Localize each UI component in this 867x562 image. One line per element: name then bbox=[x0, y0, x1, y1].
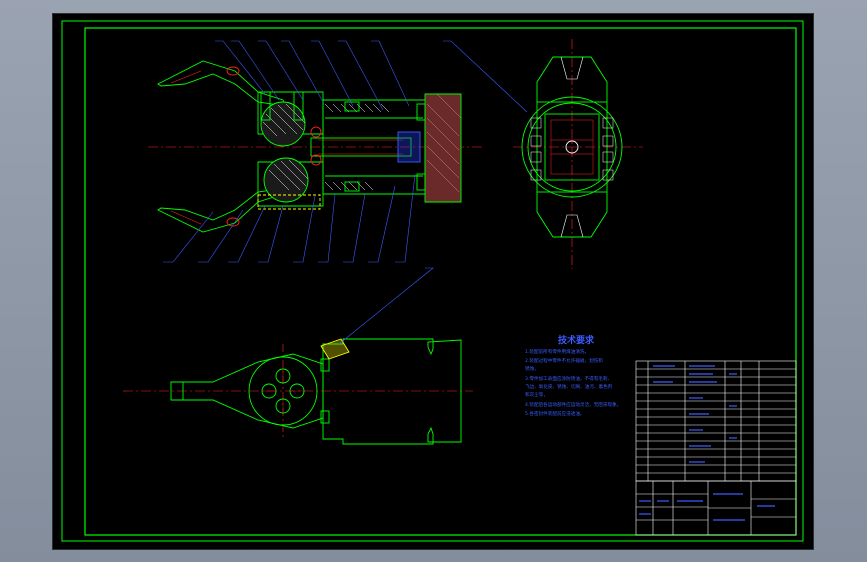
side-view bbox=[513, 39, 643, 269]
piston bbox=[397, 131, 421, 163]
top-view bbox=[123, 338, 473, 445]
drawing-sheet[interactable]: 技术要求 1.装配前所有零件用煤油清洗， 2.装配过程中零件不允许磕碰，划伤和 … bbox=[53, 14, 813, 549]
side-body bbox=[536, 101, 608, 193]
drawing-canvas[interactable]: 技术要求 1.装配前所有零件用煤油清洗， 2.装配过程中零件不允许磕碰，划伤和 … bbox=[53, 14, 813, 549]
title-block-marks bbox=[639, 493, 775, 521]
notes-line-5: 飞边、氧化皮、锈蚀、切屑、油污、着色剂 bbox=[525, 383, 613, 390]
front-section-view bbox=[148, 60, 483, 233]
notes-line-2: 2.装配过程中零件不允许磕碰，划伤和 bbox=[525, 357, 603, 364]
notes-line-3: 锈蚀， bbox=[525, 365, 539, 372]
outer-border bbox=[61, 20, 804, 542]
notes-line-4: 3.零件加工表面应涂防锈油，不得有毛刺、 bbox=[525, 375, 612, 382]
front-view-leaders-bottom bbox=[163, 173, 416, 263]
top-view-clamp bbox=[320, 338, 350, 360]
parts-list-table bbox=[635, 360, 797, 482]
lower-gear bbox=[263, 157, 309, 203]
upper-gear bbox=[260, 101, 306, 147]
top-view-leader bbox=[338, 267, 434, 345]
notes-title: 技术要求 bbox=[558, 334, 595, 346]
top-view-hub bbox=[248, 356, 318, 426]
parts-list-marks bbox=[653, 365, 737, 463]
lower-jaw-body bbox=[257, 161, 324, 207]
front-view-leaders-top bbox=[215, 40, 410, 111]
side-bottom-finger bbox=[536, 192, 608, 238]
notes-line-6: 和灰尘等， bbox=[525, 391, 548, 398]
top-view-body bbox=[322, 338, 462, 445]
inner-border bbox=[84, 27, 797, 536]
side-view-leader bbox=[443, 40, 528, 113]
notes-line-1: 1.装配前所有零件用煤油清洗， bbox=[525, 348, 589, 355]
notes-line-8: 5.各密封件装配前应浸透油。 bbox=[525, 410, 585, 417]
rack-shaft bbox=[310, 137, 412, 157]
side-top-finger bbox=[536, 56, 608, 102]
notes-line-7: 4.装配后各运动部件应运动灵活，无阻滞现象， bbox=[525, 401, 621, 408]
title-block bbox=[635, 480, 797, 536]
side-housing bbox=[521, 96, 623, 198]
technical-notes: 技术要求 1.装配前所有零件用煤油清洗， 2.装配过程中零件不允许磕碰，划伤和 … bbox=[525, 334, 621, 417]
upper-finger bbox=[157, 60, 286, 107]
